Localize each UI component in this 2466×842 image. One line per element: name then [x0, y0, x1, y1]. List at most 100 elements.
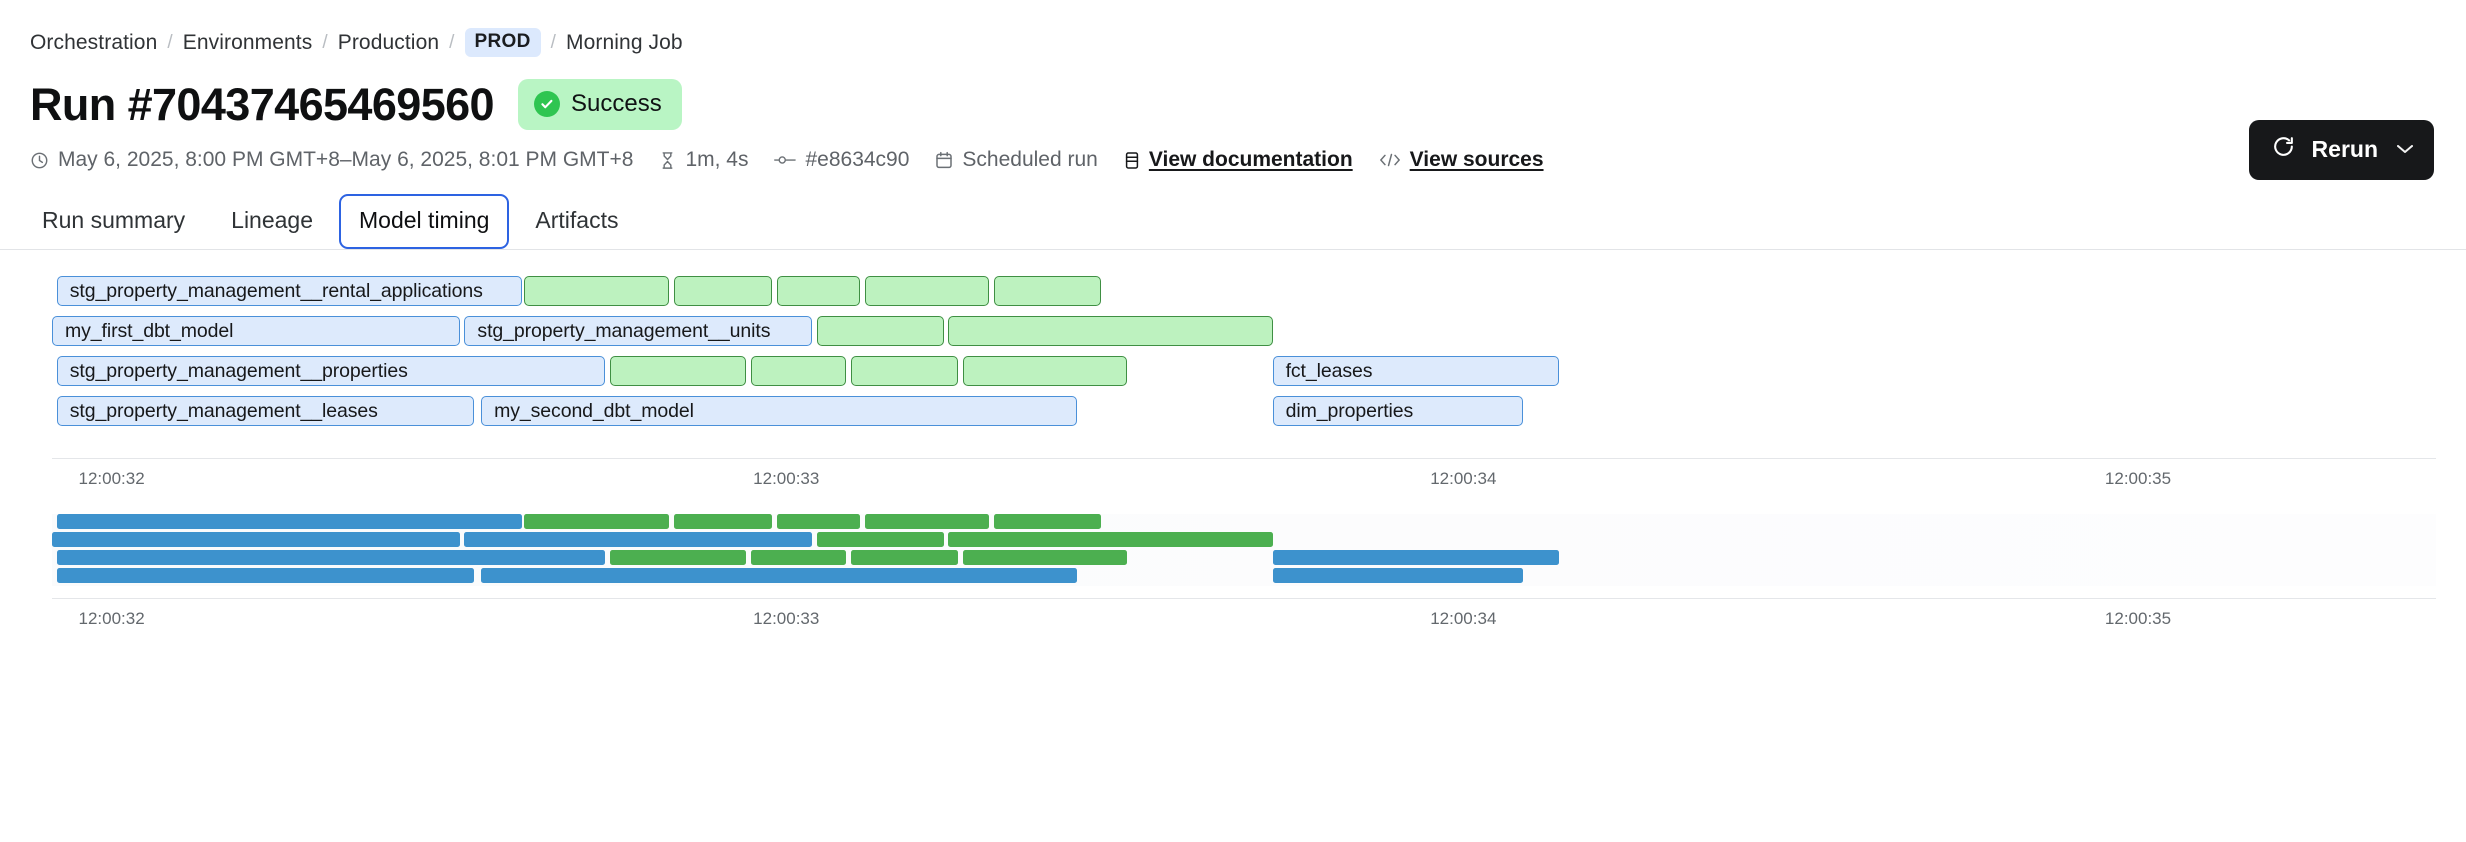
tab-model-timing[interactable]: Model timing	[339, 194, 510, 249]
gantt-bar-test[interactable]	[524, 276, 670, 306]
duration-label: 1m, 4s	[685, 148, 749, 171]
tab-artifacts[interactable]: Artifacts	[535, 207, 619, 233]
gantt-bar-fct_leases[interactable]: fct_leases	[1272, 356, 1559, 386]
overview-bar-model[interactable]	[56, 550, 606, 565]
axis-tick: 12:00:35	[2104, 469, 2172, 488]
title-row: Run #70437465469560 Success	[0, 57, 2466, 130]
calendar-icon	[935, 151, 953, 170]
gantt-bar-stg_property_management__rental_applications[interactable]: stg_property_management__rental_applicat…	[56, 276, 522, 306]
gantt-bar-my_first_dbt_model[interactable]: my_first_dbt_model	[52, 316, 460, 346]
gantt-bar-label: dim_properties	[1285, 399, 1414, 422]
breadcrumb: Orchestration / Environments / Production / PR…	[0, 0, 2466, 57]
overview-bar-test[interactable]	[776, 514, 861, 529]
gantt-bar-test[interactable]	[864, 276, 989, 306]
overview-bar-model[interactable]	[56, 568, 474, 583]
gantt-bar-label: fct_leases	[1285, 359, 1373, 382]
overview-bar-test[interactable]	[962, 550, 1128, 565]
page-title: Run #70437465469560	[30, 78, 495, 130]
breadcrumb-separator: /	[449, 31, 455, 53]
overview-bar-test[interactable]	[864, 514, 989, 529]
rerun-label: Rerun	[2311, 136, 2378, 162]
view-documentation[interactable]: View documentation	[1124, 148, 1353, 172]
view-sources-label: View sources	[1409, 148, 1544, 171]
overview-axis-tick: 12:00:35	[2104, 609, 2172, 628]
gantt-bar-label: stg_property_management__units	[477, 319, 771, 342]
timeline-overview[interactable]: 12:00:32 12:00:33 12:00:34 12:00:35	[0, 492, 2466, 632]
tab-bar: Run summary Lineage Model timing Artifacts	[0, 172, 2466, 250]
gantt-bar-label: stg_property_management__leases	[69, 399, 378, 422]
overview-axis-tick: 12:00:32	[78, 609, 145, 628]
commit: #e8634c90	[774, 148, 909, 172]
overview-bar-test[interactable]	[948, 532, 1273, 547]
view-documentation-label: View documentation	[1148, 148, 1353, 171]
overview-time-axis: 12:00:32 12:00:33 12:00:34 12:00:35	[52, 598, 2436, 632]
view-sources[interactable]: View sources	[1379, 148, 1544, 172]
status-label: Success	[570, 90, 662, 117]
overview-bar-model[interactable]	[56, 514, 522, 529]
tab-run-summary[interactable]: Run summary	[42, 207, 186, 233]
commit-label: #e8634c90	[805, 148, 910, 171]
gantt-bar-label: stg_property_management__rental_applicat…	[69, 279, 483, 302]
gantt-bar-test[interactable]	[850, 356, 958, 386]
gantt-bar-my_second_dbt_model[interactable]: my_second_dbt_model	[481, 396, 1078, 426]
status-badge: Success	[517, 79, 682, 130]
hourglass-icon	[659, 151, 676, 170]
gantt-bar-label: my_second_dbt_model	[494, 399, 694, 422]
overview-bar-model[interactable]	[52, 532, 460, 547]
overview-bar-test[interactable]	[850, 550, 958, 565]
breadcrumb-separator: /	[167, 31, 173, 53]
breadcrumb-item-orchestration[interactable]: Orchestration	[30, 30, 158, 54]
breadcrumb-item-production[interactable]: Production	[337, 30, 440, 54]
gantt-bar-stg_property_management__leases[interactable]: stg_property_management__leases	[56, 396, 474, 426]
gantt-bar-test[interactable]	[817, 316, 944, 346]
duration: 1m, 4s	[659, 148, 748, 172]
overview-bar-model[interactable]	[1272, 568, 1523, 583]
overview-bar-test[interactable]	[609, 550, 746, 565]
code-icon	[1379, 152, 1401, 168]
refresh-icon	[2271, 134, 2296, 165]
gantt-bar-label: my_first_dbt_model	[65, 319, 234, 342]
check-circle-icon	[533, 91, 560, 117]
overview-bar-model[interactable]	[464, 532, 813, 547]
gantt-bar-test[interactable]	[609, 356, 746, 386]
overview-bar-test[interactable]	[524, 514, 670, 529]
trigger-label: Scheduled run	[962, 148, 1098, 171]
overview-bar-test[interactable]	[674, 514, 772, 529]
model-timing-chart: stg_property_management__rental_applicat…	[0, 250, 2466, 492]
trigger: Scheduled run	[935, 148, 1098, 172]
book-icon	[1124, 151, 1140, 170]
overview-bar-test[interactable]	[750, 550, 846, 565]
gantt-bar-label: stg_property_management__properties	[69, 359, 408, 382]
overview-bar-test[interactable]	[993, 514, 1101, 529]
breadcrumb-item-morning-job: Morning Job	[566, 30, 683, 54]
overview-bar-model[interactable]	[481, 568, 1078, 583]
gantt-rows: stg_property_management__rental_applicat…	[52, 276, 2436, 446]
gantt-bar-test[interactable]	[776, 276, 861, 306]
overview-axis-tick: 12:00:33	[753, 609, 820, 628]
rerun-button[interactable]: Rerun	[2248, 120, 2434, 180]
overview-rows[interactable]	[52, 514, 2436, 586]
gantt-bar-stg_property_management__properties[interactable]: stg_property_management__properties	[56, 356, 606, 386]
breadcrumb-separator: /	[322, 31, 328, 53]
breadcrumb-item-prod[interactable]: PROD	[464, 28, 541, 57]
overview-bar-model[interactable]	[1272, 550, 1559, 565]
gantt-bar-dim_properties[interactable]: dim_properties	[1272, 396, 1523, 426]
gantt-bar-stg_property_management__units[interactable]: stg_property_management__units	[464, 316, 813, 346]
gantt-bar-test[interactable]	[750, 356, 846, 386]
axis-tick: 12:00:32	[78, 469, 145, 488]
gantt-bar-test[interactable]	[948, 316, 1273, 346]
commit-icon	[774, 153, 797, 167]
axis-tick: 12:00:34	[1430, 469, 1497, 488]
overview-axis-tick: 12:00:34	[1430, 609, 1497, 628]
breadcrumb-separator: /	[550, 31, 557, 53]
tab-lineage[interactable]: Lineage	[231, 207, 314, 233]
gantt-bar-test[interactable]	[962, 356, 1128, 386]
chevron-down-icon[interactable]	[2396, 140, 2414, 160]
overview-bar-test[interactable]	[817, 532, 944, 547]
breadcrumb-item-environments[interactable]: Environments	[182, 30, 313, 54]
time-range: May 6, 2025, 8:00 PM GMT+8–May 6, 2025, …	[30, 148, 633, 172]
gantt-bar-test[interactable]	[993, 276, 1101, 306]
time-range-label: May 6, 2025, 8:00 PM GMT+8–May 6, 2025, …	[58, 148, 634, 171]
gantt-bar-test[interactable]	[674, 276, 772, 306]
